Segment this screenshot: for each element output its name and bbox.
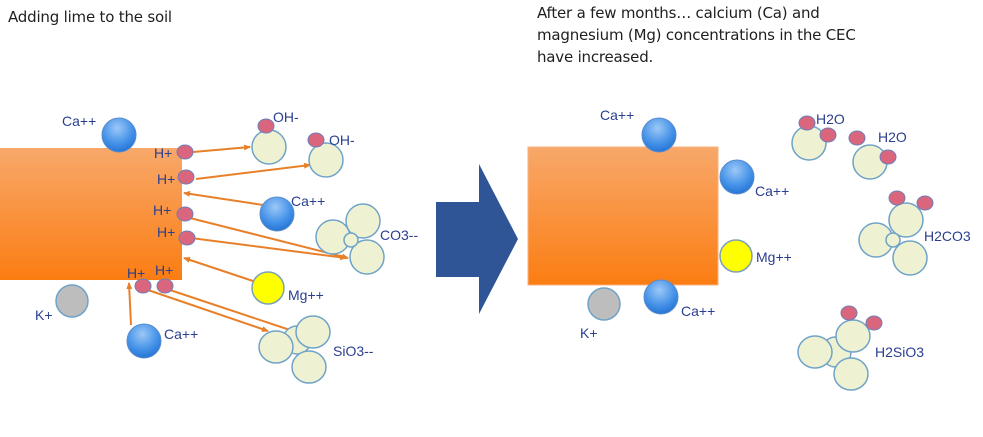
arrow-h-to-co3-a: [189, 217, 349, 260]
label-ca-right: Ca++: [755, 183, 789, 199]
hydrogen-ion: [176, 144, 194, 160]
calcium-ion: [126, 323, 162, 359]
calcium-ion: [719, 159, 755, 195]
label-h-plus: H+: [153, 202, 171, 218]
calcium-ion: [101, 117, 137, 153]
label-h2sio3: H2SiO3: [875, 344, 924, 360]
hydroxide-ion-1: OH-: [251, 109, 299, 165]
hydrogen-ions: H+ H+ H+ H+ H+ H+: [127, 144, 196, 294]
label-h-plus: H+: [127, 265, 145, 281]
water-molecule-1: H2O: [791, 111, 845, 161]
label-ca-top: Ca++: [600, 107, 634, 123]
potassium-ion: [55, 284, 89, 318]
big-transition-arrow: [436, 164, 518, 314]
label-oh-2: OH-: [329, 132, 355, 148]
label-ca-bottom: Ca++: [681, 303, 715, 319]
soil-particle: [0, 148, 182, 280]
hydrogen-ion: [178, 230, 196, 246]
label-ca-bottom: Ca++: [164, 326, 198, 342]
magnesium-ion: [251, 271, 285, 305]
label-ca-mid: Ca++: [291, 193, 325, 209]
label-h-plus: H+: [157, 224, 175, 240]
hydrogen-ion: [177, 169, 195, 185]
label-k: K+: [580, 325, 598, 341]
hydroxide-ion-2: OH-: [307, 132, 355, 178]
arrow-mg-to-particle: [183, 257, 254, 282]
label-h2o-2: H2O: [878, 129, 907, 145]
magnesium-ion: [719, 239, 753, 273]
caption-adding-lime: Adding lime to the soil: [8, 8, 172, 26]
arrow-h-to-sio3-b: [169, 289, 297, 333]
arrow-ca-to-particle: [183, 190, 264, 206]
label-mg: Mg++: [756, 249, 792, 265]
carbonic-acid-molecule: H2CO3: [858, 190, 971, 276]
carbonate-ion: CO3--: [315, 203, 418, 275]
label-h2o-1: H2O: [816, 111, 845, 127]
soil-particle: [527, 146, 719, 286]
hydrogen-ion: [176, 206, 194, 222]
arrow-h-to-co3-b: [190, 237, 347, 261]
arrow-h-to-sio3-a: [147, 289, 269, 332]
label-sio3: SiO3--: [333, 343, 374, 359]
label-mg: Mg++: [288, 287, 324, 303]
silicic-acid-molecule: H2SiO3: [797, 305, 924, 391]
label-h-plus: H+: [155, 262, 173, 278]
reaction-arrows: [126, 144, 349, 333]
hydrogen-ion: [156, 278, 174, 294]
silicate-ion: SiO3--: [258, 315, 374, 384]
calcium-ion: [643, 279, 679, 315]
water-molecule-2: H2O: [848, 129, 907, 180]
label-oh-1: OH-: [273, 109, 299, 125]
calcium-ion: [641, 117, 677, 153]
right-panel: Ca++ Ca++ Mg++ Ca++ K+ H2O H2O: [527, 107, 971, 391]
caption-after-months: After a few months… calcium (Ca) and mag…: [537, 4, 856, 66]
label-k: K+: [35, 307, 53, 323]
calcium-ion: [259, 196, 295, 232]
potassium-ion: [587, 287, 621, 321]
arrow-h-to-oh2: [195, 162, 311, 180]
hydrogen-ion: [134, 278, 152, 294]
label-co3: CO3--: [380, 227, 418, 243]
label-h-plus: H+: [157, 171, 175, 187]
left-panel: Ca++ H+ H+ H+ H+ H+ H+: [0, 109, 418, 384]
label-h2co3: H2CO3: [924, 228, 971, 244]
label-h-plus: H+: [154, 145, 172, 161]
arrow-h-to-oh1: [192, 144, 251, 153]
label-ca-top: Ca++: [62, 113, 96, 129]
arrow-ca-bottom-to-particle: [126, 282, 133, 326]
